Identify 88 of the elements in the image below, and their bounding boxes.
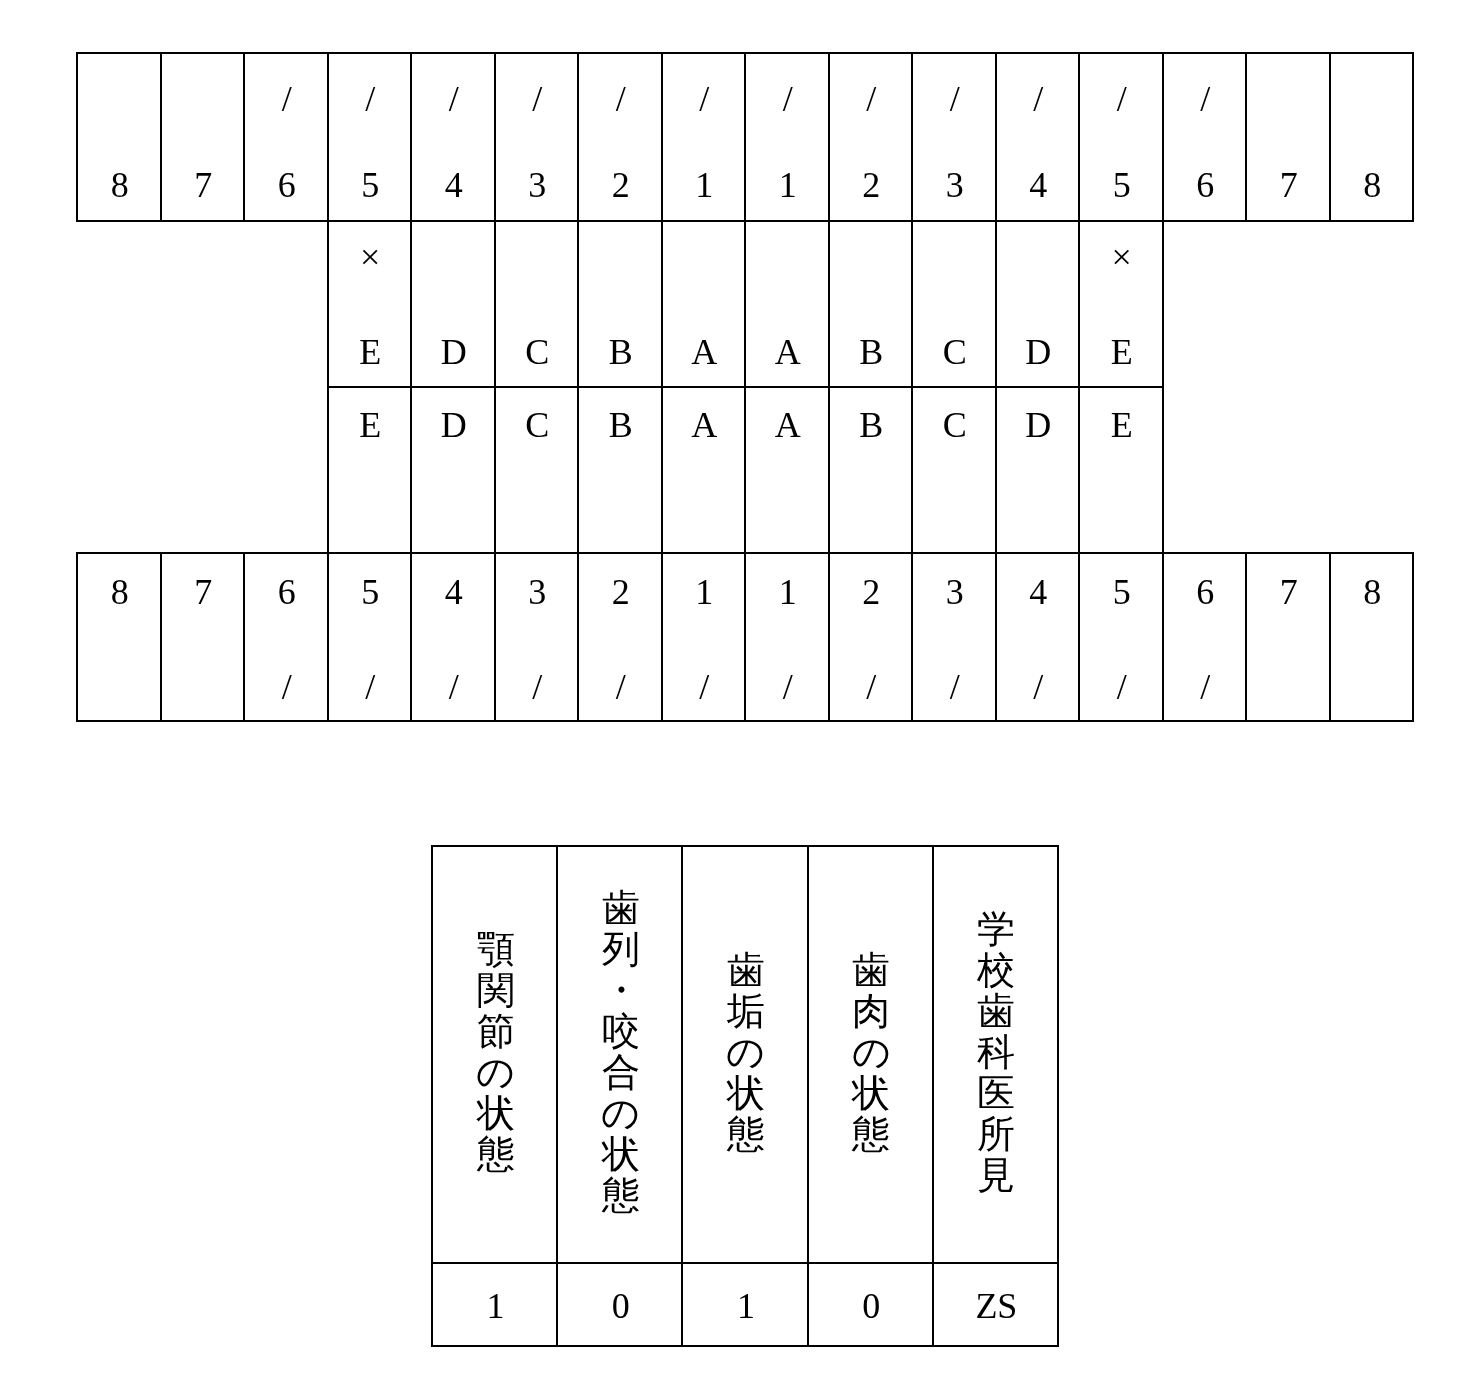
slash-mark: /	[281, 79, 292, 119]
tooth-letter: A	[691, 332, 718, 372]
slash-mark: /	[532, 667, 543, 707]
tooth-number: 3	[528, 572, 547, 612]
tooth-number: 7	[1279, 165, 1298, 205]
slash-mark: /	[448, 79, 459, 119]
slash-mark: /	[448, 667, 459, 707]
tooth-number: 6	[277, 165, 296, 205]
tooth-number: 2	[862, 165, 881, 205]
tooth-letter: B	[859, 405, 884, 445]
tooth-number: 5	[361, 165, 380, 205]
slash-mark: /	[866, 79, 877, 119]
tooth-letter: A	[774, 332, 801, 372]
slash-mark: /	[1116, 667, 1127, 707]
slash-mark: /	[1200, 79, 1211, 119]
tooth-number: 8	[1363, 165, 1382, 205]
score-value: 1	[486, 1286, 505, 1326]
tooth-letter: E	[1110, 405, 1133, 445]
tooth-letter: E	[359, 405, 382, 445]
tooth-number: 8	[110, 165, 129, 205]
tooth-number: 3	[528, 165, 547, 205]
tooth-number: 1	[695, 572, 714, 612]
slash-mark: /	[1033, 79, 1044, 119]
slash-mark: /	[949, 667, 960, 707]
tooth-number: 7	[1279, 572, 1298, 612]
tooth-number: 4	[444, 572, 463, 612]
slash-mark: /	[1116, 79, 1127, 119]
tooth-letter: D	[440, 332, 467, 372]
slash-mark: /	[1200, 667, 1211, 707]
column-header: 歯列・咬合の状態	[600, 888, 641, 1216]
score-value: 0	[862, 1286, 881, 1326]
tooth-number: 7	[194, 165, 213, 205]
tooth-number: 2	[611, 572, 630, 612]
tooth-number: 1	[778, 572, 797, 612]
slash-mark: /	[615, 667, 626, 707]
slash-mark: /	[949, 79, 960, 119]
slash-mark: /	[699, 79, 710, 119]
tooth-letter: D	[440, 405, 467, 445]
tooth-number: 5	[1112, 165, 1131, 205]
tooth-number: 1	[695, 165, 714, 205]
tooth-number: 1	[778, 165, 797, 205]
missing-mark: ×	[360, 237, 381, 277]
tooth-letter: C	[942, 405, 967, 445]
tooth-number: 4	[444, 165, 463, 205]
tooth-number: 3	[945, 165, 964, 205]
tooth-number: 2	[611, 165, 630, 205]
tooth-number: 4	[1029, 165, 1048, 205]
tooth-letter: D	[1025, 332, 1052, 372]
tooth-letter: D	[1025, 405, 1052, 445]
tooth-letter: E	[1110, 332, 1133, 372]
score-value: ZS	[975, 1286, 1018, 1326]
tooth-number: 4	[1029, 572, 1048, 612]
tooth-letter: B	[608, 332, 633, 372]
tooth-letter: C	[525, 405, 550, 445]
slash-mark: /	[615, 79, 626, 119]
score-value: 1	[737, 1286, 755, 1326]
tooth-letter: B	[859, 332, 884, 372]
column-header: 学校歯科医所見	[976, 908, 1017, 1196]
tooth-number: 5	[1112, 572, 1131, 612]
tooth-letter: A	[691, 405, 718, 445]
column-header: 顎関節の状態	[475, 929, 516, 1175]
tooth-number: 8	[110, 572, 129, 612]
slash-mark: /	[281, 667, 292, 707]
tooth-number: 8	[1363, 572, 1382, 612]
slash-mark: /	[782, 79, 793, 119]
tooth-number: 6	[277, 572, 296, 612]
tooth-number: 2	[862, 572, 881, 612]
column-header: 歯垢の状態	[726, 949, 766, 1155]
tooth-number: 3	[945, 572, 964, 612]
tooth-letter: C	[525, 332, 550, 372]
tooth-number: 7	[194, 572, 213, 612]
slash-mark: /	[532, 79, 543, 119]
tooth-letter: C	[942, 332, 967, 372]
tooth-number: 6	[1196, 165, 1215, 205]
tooth-letter: E	[359, 332, 382, 372]
tooth-letter: A	[774, 405, 801, 445]
slash-mark: /	[365, 79, 376, 119]
slash-mark: /	[699, 667, 710, 707]
tooth-number: 5	[361, 572, 380, 612]
slash-mark: /	[1033, 667, 1044, 707]
slash-mark: /	[365, 667, 376, 707]
tooth-letter: B	[608, 405, 633, 445]
missing-mark: ×	[1111, 237, 1132, 277]
tooth-number: 6	[1196, 572, 1215, 612]
column-header: 歯肉の状態	[851, 949, 892, 1155]
slash-mark: /	[866, 667, 877, 707]
slash-mark: /	[782, 667, 793, 707]
score-value: 0	[611, 1286, 630, 1326]
